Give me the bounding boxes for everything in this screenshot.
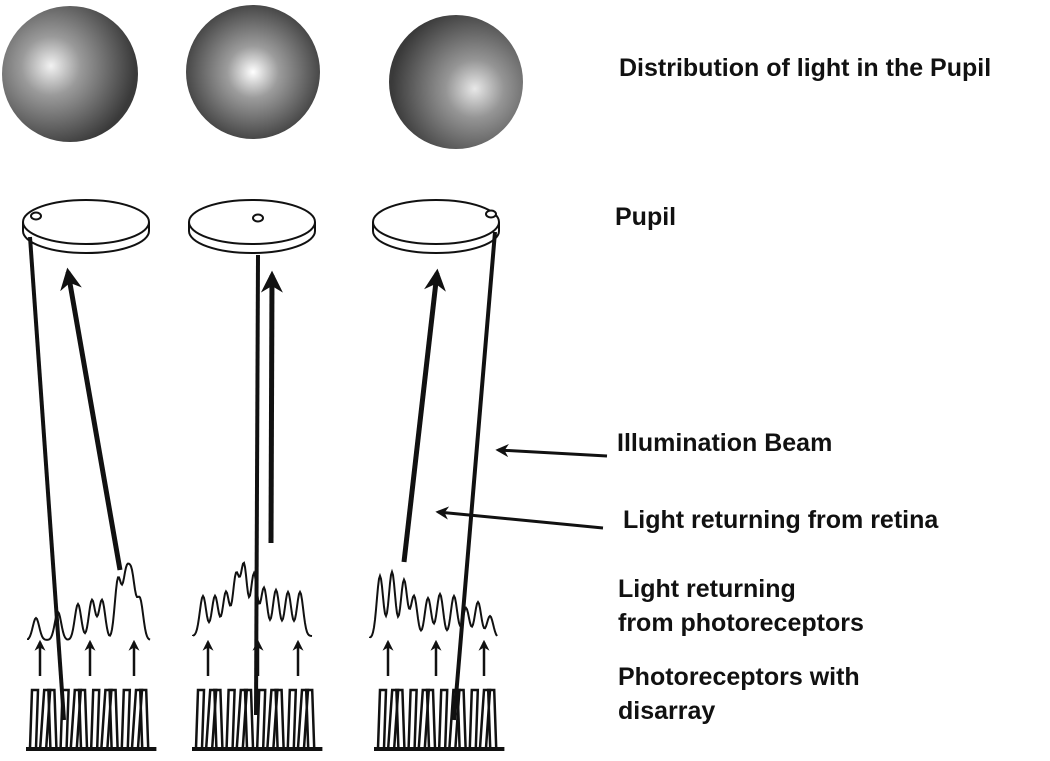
pupil-disc-left (22, 199, 150, 254)
label-photoreceptors-1: Photoreceptors with (618, 663, 860, 691)
label-photoreceptors-2: disarray (618, 697, 716, 725)
photoreceptor-array-left (26, 688, 157, 751)
label-light-returning-photoreceptors-2: from photoreceptors (618, 609, 864, 637)
waveform-center (192, 561, 313, 637)
illumination-beam-left (28, 236, 66, 721)
pupil-hole-center (252, 213, 264, 223)
returning-light-arrow-right (401, 268, 446, 563)
photoreceptor-array-center (192, 688, 323, 751)
label-distribution: Distribution of light in the Pupil (619, 54, 992, 82)
label-illumination-beam: Illumination Beam (617, 429, 833, 457)
label-light-returning-photoreceptors-1: Light returning (618, 575, 796, 603)
waveform-left (27, 562, 151, 641)
pupil-distribution-sphere-right (389, 15, 523, 149)
photoreceptor-array-right (374, 688, 505, 751)
pupil-disc-center (188, 199, 316, 254)
waveform-right (369, 568, 498, 639)
label-light-returning-retina: Light returning from retina (623, 506, 939, 534)
returning-light-arrow-center (260, 270, 283, 544)
illumination-pointer-arrow (495, 443, 608, 458)
returning-light-arrow-left (60, 267, 123, 571)
label-pupil: Pupil (615, 203, 677, 231)
pupil-distribution-sphere-center (186, 5, 320, 139)
illumination-beam-center (254, 254, 260, 716)
pupil-distribution-sphere-left (2, 6, 138, 142)
pupil-hole-left (30, 211, 42, 221)
illumination-beam-right (452, 231, 497, 721)
pupil-hole-right (485, 209, 497, 219)
retina-pointer-arrow (435, 506, 604, 530)
pupil-disc-right (372, 199, 500, 254)
